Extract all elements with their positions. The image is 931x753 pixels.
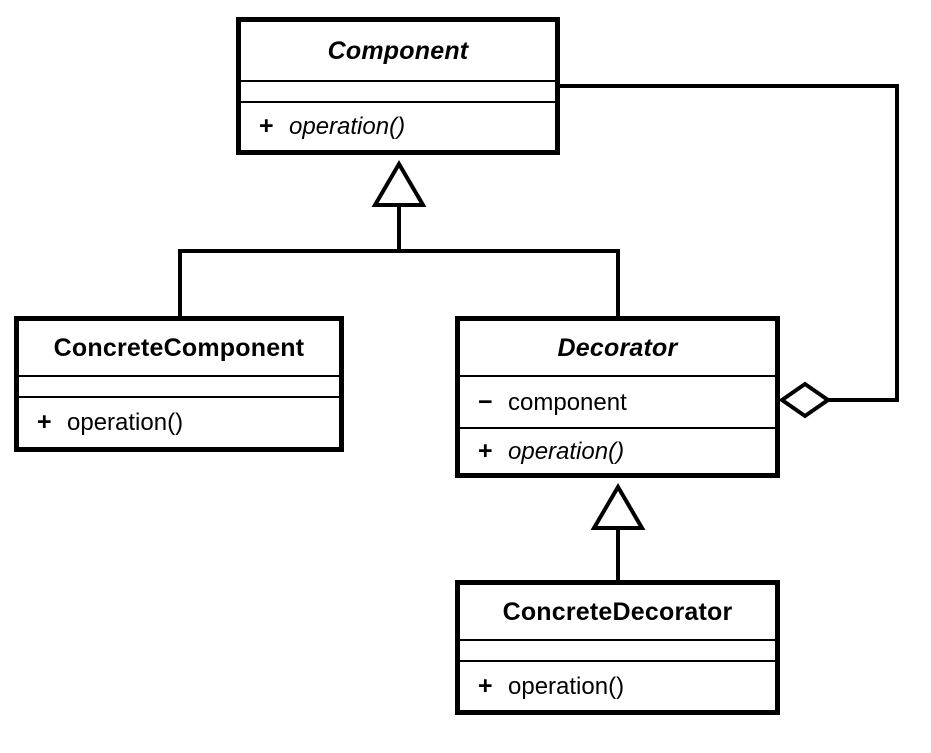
attributes-compartment-concretedecorator (460, 641, 775, 662)
attributes-compartment-component (241, 82, 555, 103)
class-box-concretedecorator[interactable]: ConcreteDecorator + operation() (455, 580, 780, 715)
attributes-compartment-concretecomponent (19, 377, 339, 398)
operation-row: + operation() (259, 112, 405, 141)
operation-label: operation() (67, 409, 184, 436)
generalization-to-component (178, 160, 620, 318)
operation-row: + operation() (478, 672, 624, 701)
attribute-row: − component (478, 388, 627, 417)
operations-compartment-concretedecorator: + operation() (460, 662, 775, 710)
class-title-concretedecorator: ConcreteDecorator (502, 597, 733, 626)
hollow-diamond-aggregation (778, 381, 832, 419)
class-name-compartment-component: Component (241, 22, 555, 82)
class-title-concretecomponent: ConcreteComponent (53, 333, 305, 362)
operation-row: + operation() (478, 437, 624, 466)
operations-compartment-decorator: + operation() (460, 429, 775, 473)
class-box-decorator[interactable]: Decorator − component + operation() (455, 316, 780, 478)
class-name-compartment-concretecomponent: ConcreteComponent (19, 321, 339, 377)
class-title-decorator: Decorator (557, 333, 678, 362)
operation-visibility-icon: + (478, 436, 493, 465)
class-name-compartment-decorator: Decorator (460, 321, 775, 377)
operations-compartment-component: + operation() (241, 103, 555, 150)
hollow-triangle-arrowhead-decorator (590, 483, 646, 530)
class-box-component[interactable]: Component + operation() (236, 17, 560, 155)
generalization-to-decorator (590, 483, 646, 582)
operation-visibility-icon: + (37, 408, 52, 436)
hollow-triangle-arrowhead-component (371, 160, 427, 207)
class-box-concretecomponent[interactable]: ConcreteComponent + operation() (14, 316, 344, 452)
attributes-compartment-decorator: − component (460, 377, 775, 429)
attribute-label: component (508, 388, 627, 416)
operation-visibility-icon: + (478, 671, 493, 700)
operation-row: + operation() (37, 408, 183, 437)
operation-label: operation() (508, 672, 625, 700)
operation-label: operation() (289, 113, 406, 140)
operation-visibility-icon: + (259, 112, 274, 140)
attribute-visibility-icon: − (478, 387, 493, 416)
class-name-compartment-concretedecorator: ConcreteDecorator (460, 585, 775, 641)
class-title-component: Component (327, 36, 469, 65)
operation-label: operation() (508, 437, 625, 465)
operations-compartment-concretecomponent: + operation() (19, 398, 339, 447)
